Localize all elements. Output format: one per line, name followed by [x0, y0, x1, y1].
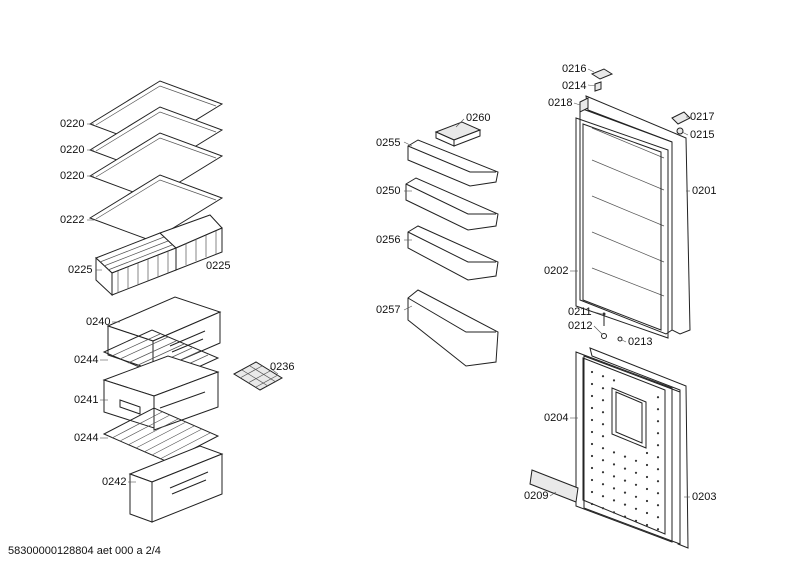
- glass-shelf-0220-lower: [88, 132, 224, 200]
- label-0220-top: 0220: [60, 118, 85, 130]
- drawer-0241: [102, 355, 220, 431]
- glass-shelf-0222: [88, 174, 224, 242]
- door-gasket-0202: [575, 117, 669, 339]
- door-gasket-0204: [575, 351, 673, 543]
- label-0216: 0216: [562, 63, 587, 75]
- label-0222: 0222: [60, 214, 85, 226]
- label-0202: 0202: [544, 265, 569, 277]
- document-footer-code: 58300000128804 aet 000 a 2/4: [8, 545, 161, 557]
- door-rack-0255: [407, 139, 499, 187]
- hinge-cover-0216: [590, 68, 614, 80]
- part-0218: [579, 97, 589, 113]
- label-0217: 0217: [690, 111, 715, 123]
- fridge-door-0201: [579, 95, 691, 335]
- label-0209: 0209: [524, 490, 549, 502]
- label-0203: 0203: [692, 491, 717, 503]
- label-0257: 0257: [376, 304, 401, 316]
- label-0212: 0212: [568, 320, 593, 332]
- label-0240: 0240: [86, 316, 111, 328]
- label-0250: 0250: [376, 185, 401, 197]
- label-0220-lower: 0220: [60, 170, 85, 182]
- wire-grid-0244-lower: [102, 407, 220, 463]
- label-0201: 0201: [692, 185, 717, 197]
- cover-0217: [671, 111, 691, 125]
- label-0255: 0255: [376, 137, 401, 149]
- door-rack-0256: [407, 225, 499, 281]
- freezer-door-0203: [583, 347, 689, 549]
- hinge-0214: [594, 81, 602, 92]
- label-0213: 0213: [628, 336, 653, 348]
- label-0225-left: 0225: [68, 264, 93, 276]
- label-0236: 0236: [270, 361, 295, 373]
- kickplate-0209: [529, 469, 579, 503]
- label-0242: 0242: [102, 476, 127, 488]
- label-0225-right: 0225: [206, 260, 231, 272]
- label-0215: 0215: [690, 129, 715, 141]
- label-0220-middle: 0220: [60, 144, 85, 156]
- washer-0212: [601, 333, 607, 339]
- ice-tray-0236: [233, 361, 283, 391]
- screw-0211: [602, 312, 606, 326]
- leader-lines: [87, 68, 690, 498]
- label-0204: 0204: [544, 412, 569, 424]
- label-0214: 0214: [562, 80, 587, 92]
- wire-basket-0225-left: [95, 232, 177, 297]
- door-rack-0257: [407, 289, 499, 367]
- butter-dish-0260: [434, 121, 482, 147]
- wire-basket-0225-right: [159, 214, 223, 271]
- drawer-0242: [128, 445, 224, 523]
- label-0260: 0260: [466, 112, 491, 124]
- label-0256: 0256: [376, 234, 401, 246]
- door-rack-0250: [405, 177, 499, 231]
- door-dot-pattern: [590, 370, 660, 531]
- label-0218: 0218: [548, 97, 573, 109]
- part-0215: [676, 127, 684, 135]
- label-0244-lower: 0244: [74, 432, 99, 444]
- screw-0213: [617, 336, 623, 342]
- door-window: [611, 387, 647, 449]
- label-0244-upper: 0244: [74, 354, 99, 366]
- label-0211: 0211: [568, 306, 592, 318]
- label-0241: 0241: [74, 394, 99, 406]
